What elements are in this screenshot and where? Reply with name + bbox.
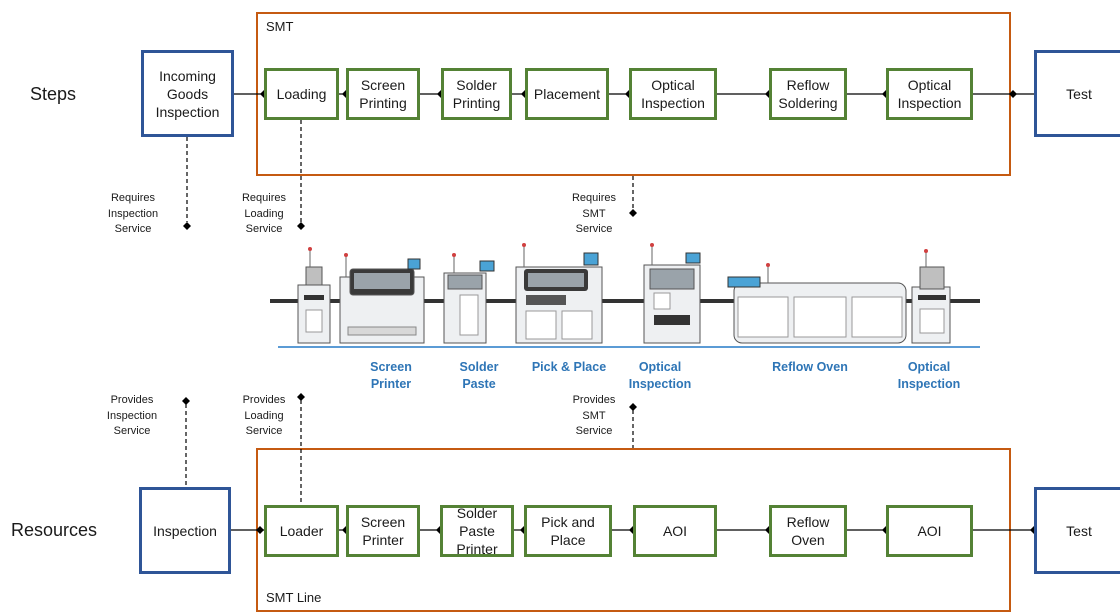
resources-row-label: Resources [11,520,98,540]
loader-machine-icon [297,247,331,344]
resource-aoi-1[interactable]: AOI [633,505,717,557]
screen-printer-machine-icon [339,253,425,344]
pick-and-place-machine-icon [515,243,603,344]
aoi-machine-icon-1 [643,243,701,344]
machine-label-screen-printer: Screen Printer [370,360,412,391]
machine-label-reflow-oven: Reflow Oven [772,360,848,374]
resource-screen-printer[interactable]: Screen Printer [346,505,420,557]
requires-loading-service-label: Requires Loading Service [241,192,287,235]
machine-label-optical-inspection-1: Optical Inspection [628,360,692,391]
machine-label-pick-place: Pick & Place [531,360,607,374]
machine-label-optical-inspection-2: Optical Inspection [897,360,961,391]
resource-pick-and-place[interactable]: Pick and Place [524,505,612,557]
step-incoming-goods-inspection[interactable]: Incoming Goods Inspection [141,50,234,137]
resource-inspection[interactable]: Inspection [139,487,231,574]
solder-paste-machine-icon [443,253,495,344]
step-loading[interactable]: Loading [264,68,339,120]
step-optical-inspection-2[interactable]: Optical Inspection [886,68,973,120]
step-test[interactable]: Test [1034,50,1120,137]
resource-solder-paste-printer[interactable]: Solder Paste Printer [440,505,514,557]
resource-reflow-oven[interactable]: Reflow Oven [769,505,847,557]
step-reflow-soldering[interactable]: Reflow Soldering [769,68,847,120]
requires-smt-service-label: Requires SMT Service [571,192,617,235]
step-placement[interactable]: Placement [525,68,609,120]
smt-line-illustration [270,243,980,348]
machine-label-solder-paste: Solder Paste [459,360,499,391]
resource-loader[interactable]: Loader [264,505,339,557]
smt-group-label: SMT [266,19,294,34]
resource-test[interactable]: Test [1034,487,1120,574]
steps-row-label: Steps [30,84,77,104]
provides-inspection-service-label: Provides Inspection Service [106,394,158,437]
step-screen-printing[interactable]: Screen Printing [346,68,420,120]
smt-line-group-label: SMT Line [266,590,322,605]
step-solder-printing[interactable]: Solder Printing [441,68,512,120]
reflow-oven-machine-icon [727,263,907,344]
resource-aoi-2[interactable]: AOI [886,505,973,557]
provides-loading-service-label: Provides Loading Service [242,394,286,437]
requires-inspection-service-label: Requires Inspection Service [107,192,159,235]
provides-smt-service-label: Provides SMT Service [572,394,616,437]
aoi-machine-icon-2 [911,249,951,344]
step-optical-inspection-1[interactable]: Optical Inspection [629,68,717,120]
